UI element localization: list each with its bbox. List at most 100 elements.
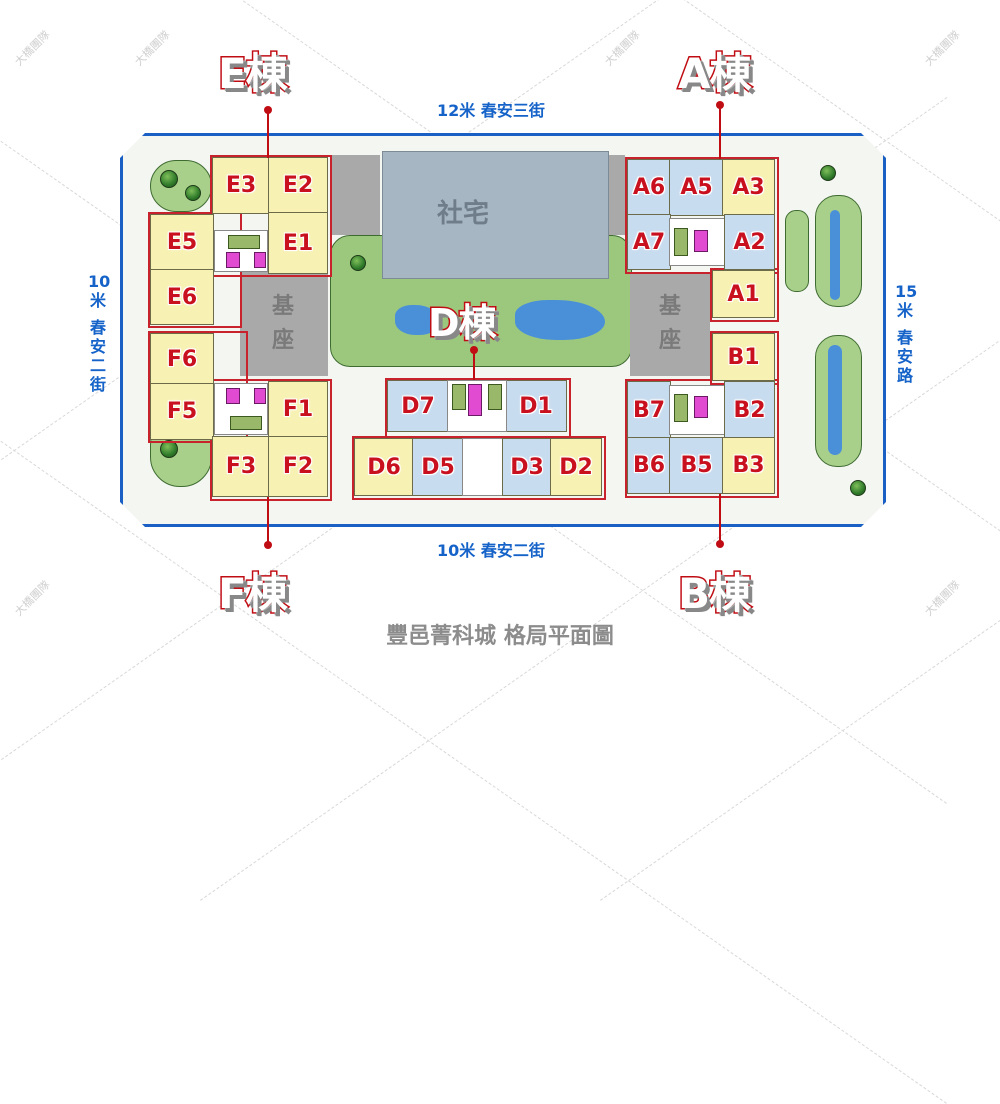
tower-b-outline <box>625 379 779 498</box>
unit-f2[interactable]: F2 <box>268 436 328 497</box>
unit-label: A6 <box>632 175 666 200</box>
unit-a1[interactable]: A1 <box>712 270 775 318</box>
watermark-text: 大橋團隊 <box>922 28 963 69</box>
stair-icon <box>228 235 260 249</box>
unit-label: A1 <box>727 281 760 307</box>
unit-label: B3 <box>732 453 765 478</box>
unit-label: F3 <box>225 454 257 479</box>
unit-label: A5 <box>680 175 713 200</box>
unit-f3[interactable]: F3 <box>212 436 270 497</box>
unit-e6[interactable]: E6 <box>150 269 214 325</box>
unit-e3[interactable]: E3 <box>212 157 270 214</box>
road-char: 安 <box>89 337 106 356</box>
tree-icon <box>185 185 201 201</box>
pin-line <box>267 110 269 158</box>
unit-label: F5 <box>166 399 198 424</box>
unit-label: E2 <box>282 173 314 198</box>
unit-label: A2 <box>733 229 766 255</box>
unit-a6[interactable]: A6 <box>627 159 671 216</box>
social-housing-block <box>382 151 609 279</box>
unit-b5[interactable]: B5 <box>669 437 724 494</box>
watermark-text: 大橋團隊 <box>132 28 173 69</box>
tower-b-tag: B棟 <box>676 568 752 620</box>
road-char: 路 <box>896 366 913 385</box>
plinth-east <box>630 272 710 376</box>
tree-icon <box>160 440 178 458</box>
unit-e1[interactable]: E1 <box>268 212 328 274</box>
unit-label: B2 <box>733 397 766 423</box>
unit-label: D1 <box>519 393 553 419</box>
landscape-garden <box>150 160 212 212</box>
unit-b2[interactable]: B2 <box>724 381 775 439</box>
plinth-east-label: 基 座 <box>655 290 685 358</box>
elevator-icon <box>254 252 266 268</box>
watermark-text: 大橋團隊 <box>922 578 963 619</box>
unit-label: D7 <box>401 393 435 419</box>
unit-d3[interactable]: D3 <box>502 438 552 496</box>
unit-f5[interactable]: F5 <box>150 383 214 440</box>
unit-label: E1 <box>282 230 314 256</box>
stair-icon <box>230 416 262 430</box>
unit-label: E6 <box>166 284 198 310</box>
road-char: 春 <box>89 318 106 337</box>
unit-d6[interactable]: D6 <box>354 438 414 496</box>
unit-e2[interactable]: E2 <box>268 157 328 214</box>
unit-d7[interactable]: D7 <box>387 380 449 432</box>
unit-label: B1 <box>727 344 760 370</box>
unit-d5[interactable]: D5 <box>412 438 464 496</box>
road-char: 二 <box>89 356 106 375</box>
plan-caption: 豐邑菁科城 格局平面圖 <box>386 624 614 649</box>
landscape-garden <box>785 210 809 292</box>
elevator-icon <box>694 230 708 252</box>
unit-label: D6 <box>367 454 401 480</box>
plinth-char: 基 <box>658 294 681 319</box>
unit-label: D5 <box>421 454 455 480</box>
unit-d2[interactable]: D2 <box>550 438 602 496</box>
tower-f-outline <box>210 379 332 501</box>
plinth-west <box>240 272 328 376</box>
unit-d1[interactable]: D1 <box>505 380 567 432</box>
tree-icon <box>160 170 178 188</box>
pin-line <box>719 494 721 542</box>
tower-d-lower <box>352 436 606 500</box>
unit-label: B5 <box>680 453 713 478</box>
road-char: 街 <box>89 375 106 394</box>
road-char: 安 <box>896 347 913 366</box>
unit-label: A3 <box>732 175 765 200</box>
unit-label: D3 <box>510 454 544 480</box>
unit-a2[interactable]: A2 <box>724 214 775 270</box>
unit-label: F6 <box>166 346 198 372</box>
stream-icon <box>828 345 842 455</box>
unit-b1[interactable]: B1 <box>712 333 775 381</box>
unit-a5[interactable]: A5 <box>669 159 724 216</box>
social-housing-label: 社宅 <box>437 199 490 229</box>
tower-e-tag: E棟 <box>217 48 290 100</box>
unit-label: F2 <box>282 454 314 479</box>
tower-a-outline <box>625 157 779 274</box>
unit-f1[interactable]: F1 <box>268 381 328 438</box>
road-char: 10 <box>88 272 111 291</box>
unit-e5[interactable]: E5 <box>150 214 214 271</box>
elevator-icon <box>254 388 266 404</box>
unit-a7[interactable]: A7 <box>627 214 671 270</box>
pin-line <box>267 497 269 543</box>
road-label-west: 10 米 春 安 二 街 <box>88 272 111 394</box>
unit-label: E3 <box>225 173 257 198</box>
pond-icon <box>395 305 440 335</box>
road-char: 春 <box>896 328 913 347</box>
unit-b6[interactable]: B6 <box>627 437 671 494</box>
unit-label: D2 <box>559 454 593 480</box>
tower-a-tag: A棟 <box>677 48 753 100</box>
tower-d-tag: D棟 <box>427 300 499 347</box>
unit-b7[interactable]: B7 <box>627 381 671 439</box>
plinth-char: 座 <box>658 328 681 353</box>
elevator-icon <box>226 252 240 268</box>
tree-icon <box>820 165 836 181</box>
unit-a3[interactable]: A3 <box>722 159 775 216</box>
unit-label: A7 <box>632 229 666 255</box>
plinth-west-label: 基 座 <box>268 290 298 358</box>
road-char: 米 <box>896 301 913 320</box>
unit-b3[interactable]: B3 <box>722 437 775 494</box>
unit-f6[interactable]: F6 <box>150 333 214 385</box>
elevator-icon <box>468 384 482 416</box>
